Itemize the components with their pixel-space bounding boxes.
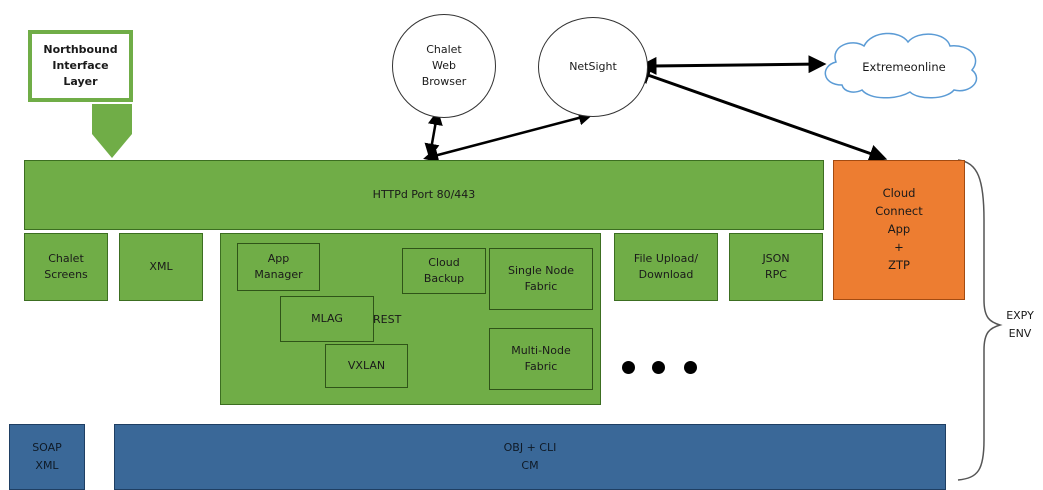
app-manager-box: App Manager (237, 243, 320, 291)
mlag-box: MLAG (280, 296, 374, 342)
northbound-pointer-arrow (90, 104, 134, 158)
vxlan-box: VXLAN (325, 344, 408, 388)
cloud-backup-box: Cloud Backup (402, 248, 486, 294)
ellipsis-dot-1 (622, 361, 635, 374)
httpd-port-bar: HTTPd Port 80/443 (24, 160, 824, 230)
soap-xml-box: SOAP XML (9, 424, 85, 490)
netsight-node: NetSight (538, 17, 648, 117)
extremeonline-label: Extremeonline (862, 60, 946, 74)
single-node-fabric-box: Single Node Fabric (489, 248, 593, 310)
xml-box: XML (119, 233, 203, 301)
arrow-browser-httpd (424, 109, 443, 159)
rest-label: REST (373, 313, 402, 326)
chalet-screens-box: Chalet Screens (24, 233, 108, 301)
file-upload-download-box: File Upload/ Download (614, 233, 718, 301)
down-arrow-icon (92, 104, 132, 158)
chalet-web-browser-node: Chalet Web Browser (392, 14, 496, 118)
cloud-connect-ztp-box: Cloud Connect App + ZTP (833, 160, 965, 300)
arrow-netsight-cloud (638, 55, 827, 75)
expy-env-label: EXPY ENV (1006, 309, 1034, 340)
ellipsis-dot-3 (684, 361, 697, 374)
ellipsis-dot-2 (652, 361, 665, 374)
arrow-httpd-netsight (423, 110, 594, 163)
extremeonline-cloud-shape (824, 32, 978, 99)
expy-env-brace (957, 159, 1003, 481)
json-rpc-box: JSON RPC (729, 233, 823, 301)
obj-cli-cm-bar: OBJ + CLI CM (114, 424, 946, 490)
northbound-interface-layer-label: Northbound Interface Layer (28, 30, 133, 102)
multi-node-fabric-box: Multi-Node Fabric (489, 328, 593, 390)
arrow-netsight-cloudconnect (632, 67, 888, 162)
